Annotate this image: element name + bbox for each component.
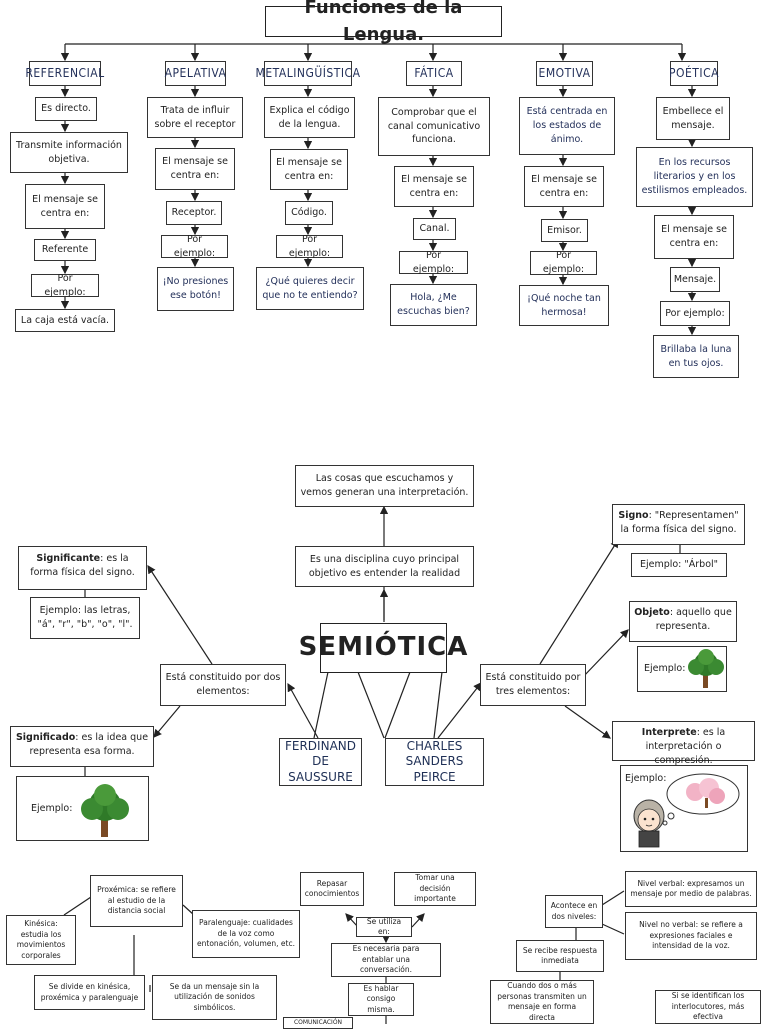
poetica-item: Mensaje. bbox=[670, 267, 720, 292]
acontece-box: Acontece en dos niveles: bbox=[545, 895, 603, 928]
referencial-item: La caja está vacía. bbox=[15, 309, 115, 332]
fatica-item: Hola, ¿Me escuchas bien? bbox=[390, 284, 477, 326]
apelativa-item: ¡No presiones ese botón! bbox=[157, 267, 234, 311]
metalinguistica-item: Código. bbox=[285, 201, 333, 225]
referencial-item: Es directo. bbox=[35, 97, 97, 121]
semiotica-title: SEMIÓTICA bbox=[299, 623, 467, 673]
metalinguistica-item: ¿Qué quieres decir que no te entiendo? bbox=[256, 267, 364, 310]
respuesta-box: Se recibe respuesta inmediata bbox=[516, 940, 604, 972]
nivel-verbal-box: Nivel verbal: expresamos un mensaje por … bbox=[625, 871, 757, 907]
signo-box: Signo: "Representamen" la forma física d… bbox=[612, 504, 745, 545]
significado-definition: : es la idea que representa esa forma. bbox=[29, 732, 149, 757]
interprete-example-label: Ejemplo: bbox=[625, 773, 667, 784]
referencial-item: El mensaje se centra en: bbox=[25, 184, 105, 229]
no-verbal-message-box: Se da un mensaje sin la utilización de s… bbox=[152, 975, 277, 1020]
interprete-definition: : es la interpretación o compresión. bbox=[645, 727, 726, 766]
comunicacion-label: COMUNICACIÓN bbox=[283, 1017, 353, 1029]
apelativa-item: Por ejemplo: bbox=[161, 234, 228, 259]
objeto-definition: : aquello que representa. bbox=[655, 607, 732, 632]
apelativa-item: Receptor. bbox=[166, 201, 222, 225]
se-utiliza-box: Se utiliza en: bbox=[356, 917, 412, 937]
poetica-item: En los recursos literarios y en los esti… bbox=[636, 147, 753, 207]
significante-term: Significante bbox=[36, 553, 101, 564]
significante-definition: : es la forma física del signo. bbox=[30, 553, 135, 578]
repasar-box: Repasar conocimientos bbox=[300, 872, 364, 906]
peirce-elements: Está constituido por tres elementos: bbox=[480, 664, 586, 706]
emotiva-item: El mensaje se centra en: bbox=[524, 166, 604, 207]
ferdinand-de-saussure: FERDINAND DE SAUSSURE bbox=[279, 738, 362, 786]
metalinguistica-item: El mensaje se centra en: bbox=[270, 149, 348, 190]
tree-icon bbox=[81, 784, 129, 837]
metalinguistica-item: Explica el código de la lengua. bbox=[264, 97, 355, 138]
significante-example: Ejemplo: las letras, "á", "r", "b", "o",… bbox=[30, 597, 140, 639]
signo-term: Signo bbox=[618, 510, 649, 521]
page-title: Funciones de la Lengua. bbox=[265, 0, 502, 45]
kinesica-box: Kinésica: estudia los movimientos corpor… bbox=[6, 915, 76, 965]
signo-example: Ejemplo: "Árbol" bbox=[631, 553, 727, 577]
apelativa-item: El mensaje se centra en: bbox=[155, 148, 235, 190]
fatica-item: Por ejemplo: bbox=[399, 250, 468, 275]
significado-example-label: Ejemplo: bbox=[31, 802, 73, 814]
header-emotiva: EMOTIVA bbox=[536, 61, 593, 86]
emotiva-item: ¡Qué noche tan hermosa! bbox=[519, 285, 609, 326]
tree-icon bbox=[688, 649, 724, 688]
interprete-box: Interprete: es la interpretación o compr… bbox=[612, 721, 755, 766]
paralenguaje-box: Paralenguaje: cualidades de la voz como … bbox=[192, 910, 300, 958]
header-metalinguistica: METALINGÜÍSTICA bbox=[256, 61, 360, 86]
significante-box: Significante: es la forma física del sig… bbox=[18, 546, 147, 590]
emotiva-item: Por ejemplo: bbox=[530, 250, 597, 275]
poetica-item: Por ejemplo: bbox=[660, 301, 730, 326]
fatica-item: El mensaje se centra en: bbox=[394, 166, 474, 207]
divide-box: Se divide en kinésica, proxémica y paral… bbox=[34, 975, 145, 1010]
nivel-no-verbal-box: Nivel no verbal: se refiere a expresione… bbox=[625, 912, 757, 960]
tomar-decision-box: Tomar una decisión importante bbox=[394, 872, 476, 906]
emotiva-item: Está centrada en los estados de ánimo. bbox=[519, 97, 615, 155]
cuando-box: Cuando dos o más personas transmiten un … bbox=[490, 980, 594, 1024]
interprete-term: Interprete bbox=[641, 727, 697, 738]
objeto-term: Objeto bbox=[634, 607, 670, 618]
identifican-box: Si se identifican los interlocutores, má… bbox=[655, 990, 761, 1024]
header-apelativa: APELATIVA bbox=[165, 61, 226, 86]
fatica-item: Comprobar que el canal comunicativo func… bbox=[378, 97, 490, 156]
semiotica-note-definition: Es una disciplina cuyo principal objetiv… bbox=[295, 546, 474, 587]
significado-box: Significado: es la idea que representa e… bbox=[10, 726, 154, 767]
thinking-person-icon bbox=[633, 773, 740, 848]
significado-term: Significado bbox=[15, 732, 76, 743]
referencial-item: Transmite información objetiva. bbox=[10, 132, 128, 173]
referencial-item: Referente bbox=[34, 239, 96, 261]
charles-sanders-peirce: CHARLES SANDERS PEIRCE bbox=[385, 738, 484, 786]
saussure-elements: Está constituido por dos elementos: bbox=[160, 664, 286, 706]
poetica-item: Brillaba la luna en tus ojos. bbox=[653, 335, 739, 378]
metalinguistica-item: Por ejemplo: bbox=[276, 234, 343, 259]
referencial-item: Por ejemplo: bbox=[31, 273, 99, 298]
proxemica-box: Proxémica: se refiere al estudio de la d… bbox=[90, 875, 183, 927]
apelativa-item: Trata de influir sobre el receptor bbox=[147, 97, 243, 138]
emotiva-item: Emisor. bbox=[541, 219, 588, 242]
signo-definition: : "Representamen" la forma física del si… bbox=[620, 510, 739, 535]
necesaria-box: Es necesaria para entablar una conversac… bbox=[331, 943, 441, 977]
semiotica-note-interpretation: Las cosas que escuchamos y vemos generan… bbox=[295, 465, 474, 507]
poetica-item: El mensaje se centra en: bbox=[654, 215, 734, 259]
poetica-item: Embellece el mensaje. bbox=[656, 97, 730, 140]
header-referencial: REFERENCIAL bbox=[25, 61, 104, 86]
objeto-box: Objeto: aquello que representa. bbox=[629, 601, 737, 642]
fatica-item: Canal. bbox=[413, 218, 456, 240]
header-poetica: POÉTICA bbox=[669, 61, 719, 86]
header-fatica: FÁTICA bbox=[406, 61, 462, 86]
hablar-consigo-box: Es hablar consigo misma. bbox=[348, 983, 414, 1016]
objeto-example-label: Ejemplo: bbox=[644, 663, 686, 675]
